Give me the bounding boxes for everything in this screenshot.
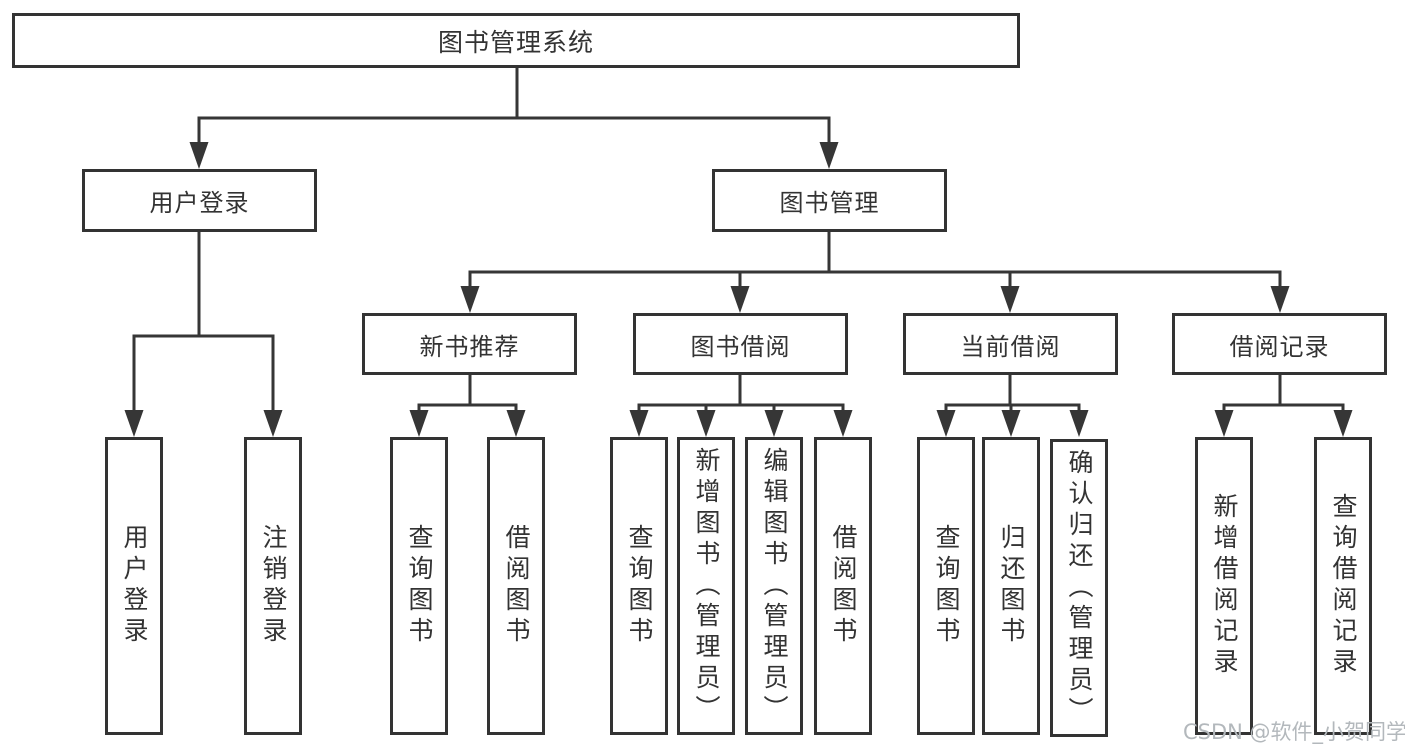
node-label: 用户登录 (149, 189, 250, 217)
node-current-borrowing: 当前借阅 (903, 313, 1118, 375)
node-leaf-query-books-current: 查询图书 (917, 437, 975, 735)
node-leaf-query-books-borrow: 查询图书 (610, 437, 668, 735)
node-leaf-confirm-return-admin: 确认归还（管理员） (1050, 439, 1108, 737)
node-borrowing-records: 借阅记录 (1172, 313, 1387, 375)
node-book-borrowing: 图书借阅 (633, 313, 848, 375)
node-label: 新增图书（管理员） (692, 446, 721, 726)
node-leaf-borrow-books: 借阅图书 (814, 437, 872, 735)
node-label: 用户登录 (120, 524, 149, 648)
node-label: 借阅记录 (1229, 332, 1330, 361)
node-label: 注销登录 (259, 524, 288, 648)
node-leaf-query-books-recommend: 查询图书 (390, 437, 448, 735)
node-label: 归还图书 (997, 524, 1026, 648)
node-leaf-return-books: 归还图书 (982, 437, 1040, 735)
node-label: 查询图书 (932, 524, 961, 648)
node-label: 图书借阅 (690, 332, 791, 361)
node-leaf-add-books-admin: 新增图书（管理员） (677, 437, 735, 735)
node-leaf-edit-books-admin: 编辑图书（管理员） (745, 437, 803, 735)
node-label: 图书管理系统 (437, 27, 594, 57)
node-leaf-add-borrow-record: 新增借阅记录 (1195, 437, 1253, 735)
node-label: 图书管理 (779, 189, 880, 217)
node-leaf-user-login: 用户登录 (105, 437, 163, 735)
node-label: 当前借阅 (960, 332, 1061, 361)
node-label: 借阅图书 (829, 524, 858, 648)
watermark: CSDN @软件_小贺同学 (1183, 720, 1405, 744)
node-leaf-borrow-books-recommend: 借阅图书 (487, 437, 545, 735)
node-book-management: 图书管理 (712, 169, 947, 232)
node-label: 借阅图书 (502, 524, 531, 648)
node-label: 新增借阅记录 (1210, 493, 1239, 679)
node-label: 查询借阅记录 (1329, 493, 1358, 679)
node-label: 新书推荐 (419, 332, 520, 361)
node-library-management-system: 图书管理系统 (12, 13, 1020, 68)
node-user-login: 用户登录 (82, 169, 317, 232)
node-label: 编辑图书（管理员） (760, 446, 789, 726)
node-leaf-query-borrow-record: 查询借阅记录 (1314, 437, 1372, 735)
node-leaf-logout-login: 注销登录 (244, 437, 302, 735)
node-label: 查询图书 (625, 524, 654, 648)
node-new-book-recommend: 新书推荐 (362, 313, 577, 375)
node-label: 确认归还（管理员） (1065, 448, 1094, 728)
node-label: 查询图书 (405, 524, 434, 648)
